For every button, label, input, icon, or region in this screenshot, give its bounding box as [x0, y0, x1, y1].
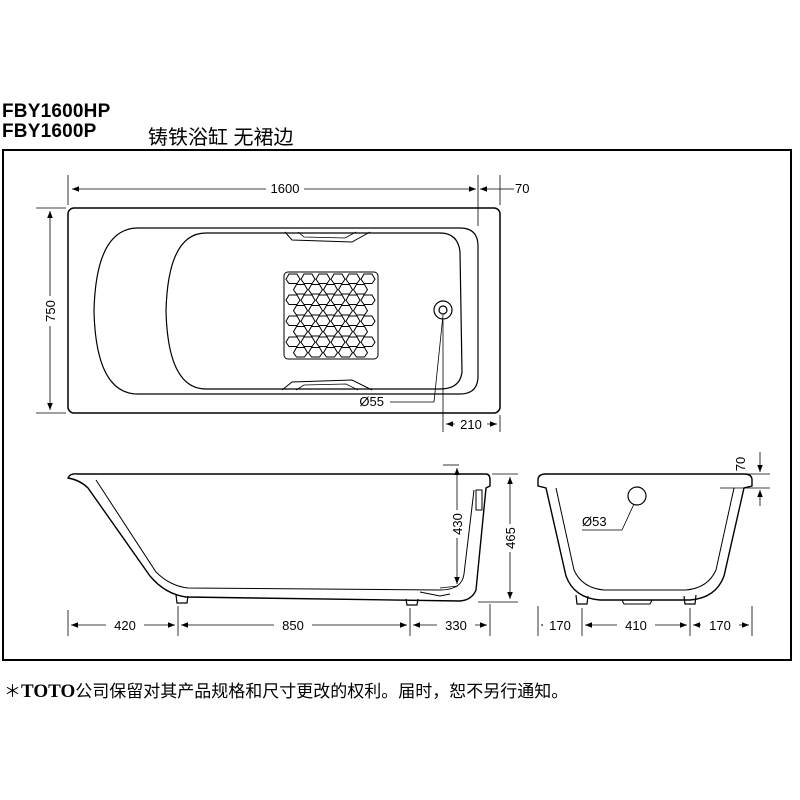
grid-cell [300, 294, 316, 305]
drain-outer [433, 300, 453, 320]
dim-side-left: 420 [114, 618, 136, 633]
grid-cell [300, 336, 316, 347]
grid-cell [360, 336, 376, 347]
grid-cell [337, 305, 354, 316]
end-drain [621, 599, 653, 605]
top-handle-inner [297, 231, 357, 239]
grid-cell [292, 347, 309, 358]
drain-leader [390, 314, 444, 403]
grid-cell [345, 336, 361, 347]
grid-cell [330, 294, 346, 305]
overflow-leader [582, 503, 635, 531]
side-view-dimensions [67, 464, 518, 636]
grid-cell [330, 273, 346, 284]
end-view-dimensions [537, 452, 770, 636]
model-number-hp: FBY1600HP [2, 101, 111, 122]
tub-bottom-floor [165, 232, 463, 390]
grid-cell [292, 284, 309, 295]
grid-cell [352, 326, 369, 337]
grid-cell [315, 294, 331, 305]
grid-cell [352, 305, 369, 316]
grid-cell [285, 294, 301, 305]
grid-cell [352, 347, 369, 358]
end-foot-left [575, 594, 589, 605]
product-subtitle: 铸铁浴缸 无裙边 [148, 127, 294, 149]
dim-top-width: 750 [43, 300, 58, 322]
grid-cell [322, 326, 339, 337]
tub-outer-rim [67, 207, 501, 414]
dim-end-rim: 70 [733, 457, 748, 471]
grid-outline [283, 271, 379, 360]
drain-fitting [419, 591, 451, 597]
grid-cell [307, 326, 324, 337]
grid-cell [360, 315, 376, 326]
grid-cell [285, 273, 301, 284]
footer-asterisk: ＊ [4, 682, 21, 701]
model-number-p: FBY1600P [2, 121, 97, 142]
dim-end-left: 170 [549, 618, 571, 633]
grid-cell [345, 273, 361, 284]
grid-cell [285, 315, 301, 326]
grid-cell [300, 315, 316, 326]
grid-cell [330, 336, 346, 347]
grid-cell [307, 284, 324, 295]
grid-cell [330, 315, 346, 326]
overflow-outlet [627, 486, 647, 506]
dim-side-inner-depth: 430 [450, 513, 465, 535]
end-foot-right [683, 594, 697, 605]
dim-end-middle: 410 [625, 618, 647, 633]
end-view [537, 473, 753, 605]
dim-side-total-height: 465 [503, 527, 518, 549]
grid-cell [292, 305, 309, 316]
foot-right [405, 598, 419, 606]
side-inner-wall [95, 479, 475, 591]
grid-cell [337, 284, 354, 295]
grid-cell [360, 273, 376, 284]
grid-cell [300, 273, 316, 284]
dim-side-bottom: 850 [282, 618, 304, 633]
dimension-labels: 1600 70 750 Ø55 210 430 465 420 850 330 … [42, 180, 748, 633]
anti-slip-grid [283, 271, 379, 360]
dim-side-right: 330 [445, 618, 467, 633]
grid-cell [307, 347, 324, 358]
grid-cell [322, 347, 339, 358]
grid-cell [315, 273, 331, 284]
grid-cell [337, 347, 354, 358]
grid-cell [345, 294, 361, 305]
footer-text: 公司保留对其产品规格和尺寸更改的权利。届时，恕不另行通知。 [75, 682, 569, 701]
grid-cell [322, 284, 339, 295]
tub-inner-basin [93, 227, 479, 395]
foot-left [175, 594, 189, 604]
side-outer-shell [67, 473, 491, 602]
dim-top-length: 1600 [271, 181, 300, 196]
grid-cell [315, 315, 331, 326]
overflow-fitting [475, 489, 483, 511]
drawing-frame [2, 149, 792, 661]
brand-name: TOTO [21, 681, 76, 702]
grid-cell [360, 294, 376, 305]
grid-cell [352, 284, 369, 295]
top-handle [284, 231, 371, 243]
top-view [67, 207, 501, 414]
end-outer-shell [537, 473, 753, 601]
grid-cell [345, 315, 361, 326]
grid-cell [315, 336, 331, 347]
bottom-handle [281, 379, 373, 391]
drain-inner [438, 305, 448, 315]
grid-cell [337, 326, 354, 337]
dim-drain-offset: 210 [460, 417, 482, 432]
grid-cell [307, 305, 324, 316]
bottom-handle-inner [295, 383, 359, 391]
footer-notice: ＊TOTO公司保留对其产品规格和尺寸更改的权利。届时，恕不另行通知。 [4, 677, 568, 703]
grid-cell [322, 305, 339, 316]
dim-overflow-diameter: Ø53 [582, 514, 607, 529]
grid-cell [292, 326, 309, 337]
grid-cell [285, 336, 301, 347]
dim-drain-diameter: Ø55 [359, 394, 384, 409]
dim-end-right: 170 [709, 618, 731, 633]
end-inner-wall [555, 487, 735, 591]
side-view [67, 473, 491, 606]
dim-top-rim: 70 [515, 181, 529, 196]
